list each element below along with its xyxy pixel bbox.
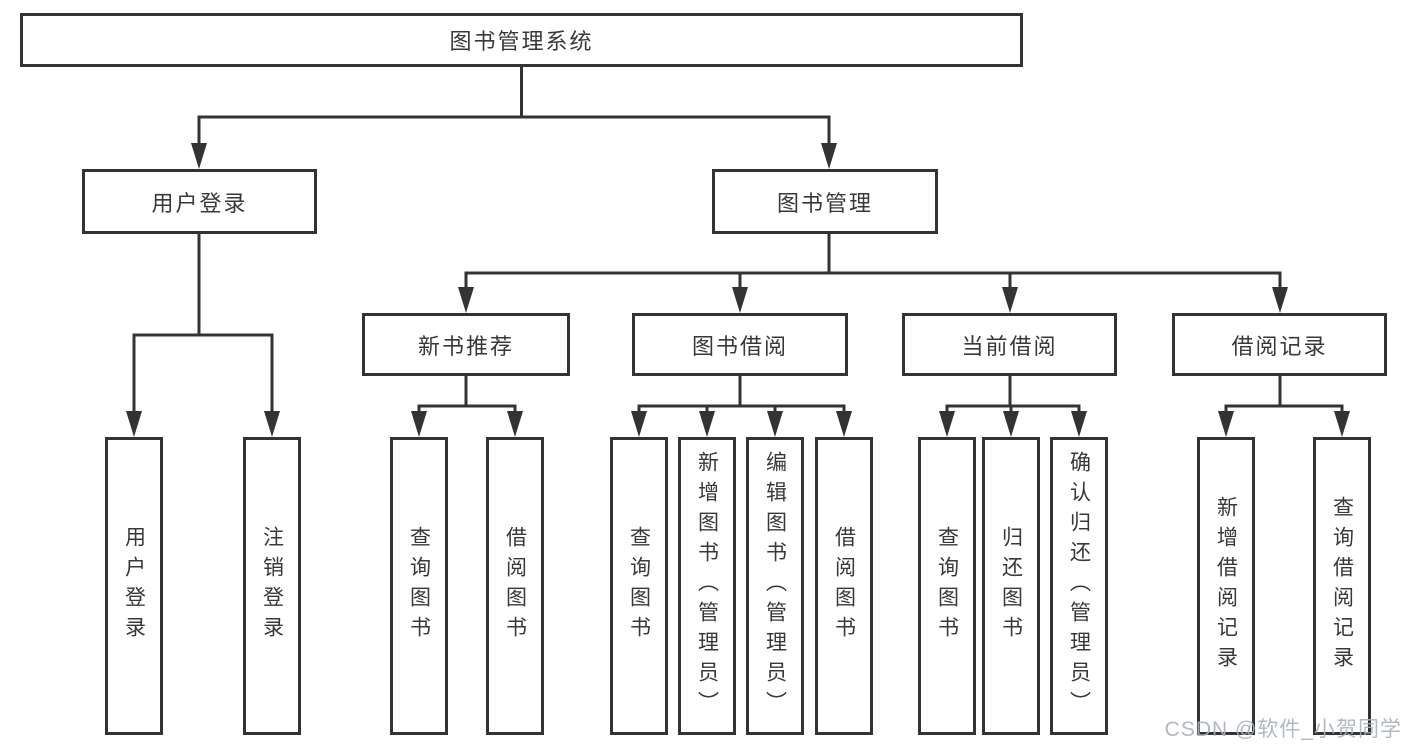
- arrowhead-down-icon: [836, 411, 852, 437]
- node-label: 归还图书: [999, 526, 1023, 646]
- arrowhead-down-icon: [1218, 411, 1234, 437]
- node-leaf-query-books-recommend: 查询图书: [390, 437, 448, 735]
- node-leaf-user-login: 用户登录: [105, 437, 163, 735]
- node-leaf-borrow-books-recommend: 借阅图书: [486, 437, 544, 735]
- node-label: 注销登录: [260, 526, 284, 646]
- arrowhead-down-icon: [1002, 287, 1018, 313]
- node-label: 当前借阅: [961, 333, 1058, 359]
- arrowhead-down-icon: [1071, 411, 1087, 437]
- node-borrowing-records: 借阅记录: [1172, 313, 1387, 376]
- connector-line: [417, 376, 517, 413]
- arrowhead-down-icon: [821, 143, 837, 169]
- arrowhead-down-icon: [732, 287, 748, 313]
- node-label: 新书推荐: [417, 333, 514, 359]
- node-leaf-borrow-books: 借阅图书: [815, 437, 873, 735]
- node-label: 图书借阅: [691, 333, 788, 359]
- node-leaf-query-books-current: 查询图书: [918, 437, 976, 735]
- node-label: 查询图书: [407, 526, 431, 646]
- arrowhead-down-icon: [411, 411, 427, 437]
- node-new-book-recommend: 新书推荐: [362, 313, 570, 376]
- node-library-system: 图书管理系统: [20, 13, 1023, 67]
- node-label: 借阅记录: [1231, 333, 1328, 359]
- connector-line: [945, 376, 1081, 413]
- arrowhead-down-icon: [264, 411, 280, 437]
- arrowhead-down-icon: [126, 411, 142, 437]
- connector-line: [464, 234, 1282, 288]
- node-book-management: 图书管理: [712, 169, 938, 234]
- node-label: 查询图书: [935, 526, 959, 646]
- connector-line: [637, 376, 846, 413]
- node-label: 确认归还（管理员）: [1067, 451, 1091, 721]
- node-label: 借阅图书: [503, 526, 527, 646]
- node-book-borrowing: 图书借阅: [632, 313, 848, 376]
- node-label: 新增借阅记录: [1214, 496, 1238, 676]
- node-leaf-edit-books-admin: 编辑图书（管理员）: [746, 437, 804, 735]
- node-leaf-query-borrow-record: 查询借阅记录: [1313, 437, 1371, 735]
- node-label: 查询图书: [627, 526, 651, 646]
- csdn-watermark: CSDN @软件_小贺同学: [1164, 718, 1402, 741]
- node-label: 借阅图书: [832, 526, 856, 646]
- node-label: 新增图书（管理员）: [695, 451, 719, 721]
- node-leaf-return-books: 归还图书: [982, 437, 1040, 735]
- connector-book-borrow-children: [631, 376, 852, 437]
- node-leaf-query-books-borrowing: 查询图书: [610, 437, 668, 735]
- arrowhead-down-icon: [458, 287, 474, 313]
- connector-new-book-children: [411, 376, 523, 437]
- connector-book-mgmt-to-level2: [458, 234, 1288, 313]
- node-label: 图书管理: [776, 190, 873, 216]
- arrowhead-down-icon: [191, 143, 207, 169]
- node-leaf-confirm-return-admin: 确认归还（管理员）: [1050, 437, 1108, 735]
- arrowhead-down-icon: [1272, 287, 1288, 313]
- connector-line: [197, 67, 831, 146]
- node-current-borrowing: 当前借阅: [902, 313, 1117, 376]
- node-label: 查询借阅记录: [1330, 496, 1354, 676]
- node-label: 编辑图书（管理员）: [763, 451, 787, 721]
- connector-user-login-children: [126, 234, 280, 437]
- arrowhead-down-icon: [1334, 411, 1350, 437]
- connector-borrow-record-children: [1218, 376, 1350, 437]
- arrowhead-down-icon: [767, 411, 783, 437]
- node-user-login: 用户登录: [82, 169, 317, 234]
- arrowhead-down-icon: [1003, 411, 1019, 437]
- connector-current-borrow-children: [939, 376, 1087, 437]
- arrowhead-down-icon: [631, 411, 647, 437]
- arrowhead-down-icon: [507, 411, 523, 437]
- node-leaf-logout: 注销登录: [243, 437, 301, 735]
- connector-line: [132, 234, 274, 412]
- node-leaf-add-books-admin: 新增图书（管理员）: [678, 437, 736, 735]
- node-label: 图书管理系统: [449, 29, 594, 54]
- node-label: 用户登录: [151, 190, 248, 216]
- connector-root-to-level1: [191, 67, 837, 169]
- arrowhead-down-icon: [939, 411, 955, 437]
- connector-line: [1224, 376, 1344, 413]
- node-leaf-add-borrow-record: 新增借阅记录: [1197, 437, 1255, 735]
- node-label: 用户登录: [122, 526, 146, 646]
- arrowhead-down-icon: [699, 411, 715, 437]
